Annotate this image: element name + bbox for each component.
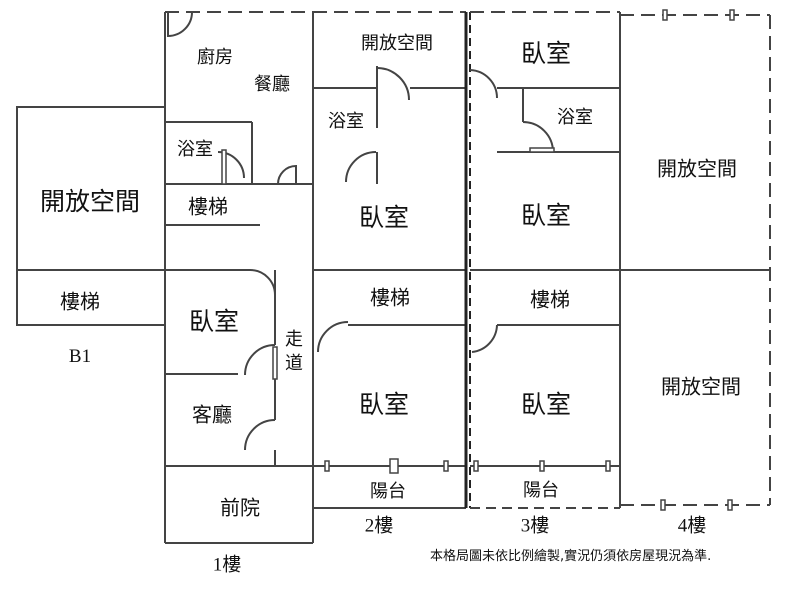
floor-label-f3: 3樓 xyxy=(520,515,550,537)
room-label-f4-open-upper: 開放空間 xyxy=(657,156,737,181)
room-label-f2-bedroom-lower: 臥室 xyxy=(358,390,410,419)
room-label-f3-stairs: 樓梯 xyxy=(530,287,570,312)
room-label-b1-open: 開放空間 xyxy=(39,187,141,216)
room-label-f1-bath: 浴室 xyxy=(177,139,213,160)
floor-label-f2: 2樓 xyxy=(364,515,394,537)
floor-label-f1: 1樓 xyxy=(212,554,242,576)
room-label-f2-bedroom-upper: 臥室 xyxy=(358,203,410,232)
room-label-f1-kitchen: 廚房 xyxy=(197,47,233,68)
room-label-f2-balcony: 陽台 xyxy=(370,481,406,502)
room-label-f3-bath: 浴室 xyxy=(557,107,593,128)
floor-label-f4: 4樓 xyxy=(677,515,707,537)
floor-label-b1: B1 xyxy=(68,346,92,367)
room-label-f2-bath: 浴室 xyxy=(328,111,364,132)
room-label-f4-open-lower: 開放空間 xyxy=(661,374,741,399)
disclaimer-note: 本格局圖未依比例繪製,實況仍須依房屋現況為準. xyxy=(430,549,712,564)
room-label-b1-stairs: 樓梯 xyxy=(60,289,100,314)
room-label-f1-living: 客廳 xyxy=(192,402,232,427)
room-label-f1-front-yard: 前院 xyxy=(220,495,260,520)
room-label-f1-stairs: 樓梯 xyxy=(188,194,228,219)
room-label-f3-bedroom-top: 臥室 xyxy=(520,39,572,68)
room-label-f1-corridor: 走道 xyxy=(285,329,303,374)
room-label-f3-balcony: 陽台 xyxy=(523,480,559,501)
room-label-f2-open: 開放空間 xyxy=(361,33,433,54)
room-label-f3-bedroom-lower: 臥室 xyxy=(520,390,572,419)
room-label-f2-stairs: 樓梯 xyxy=(370,285,410,310)
room-label-f1-bedroom: 臥室 xyxy=(188,307,240,336)
room-label-f1-dining: 餐廳 xyxy=(254,74,290,95)
room-label-f3-bedroom-mid: 臥室 xyxy=(520,201,572,230)
